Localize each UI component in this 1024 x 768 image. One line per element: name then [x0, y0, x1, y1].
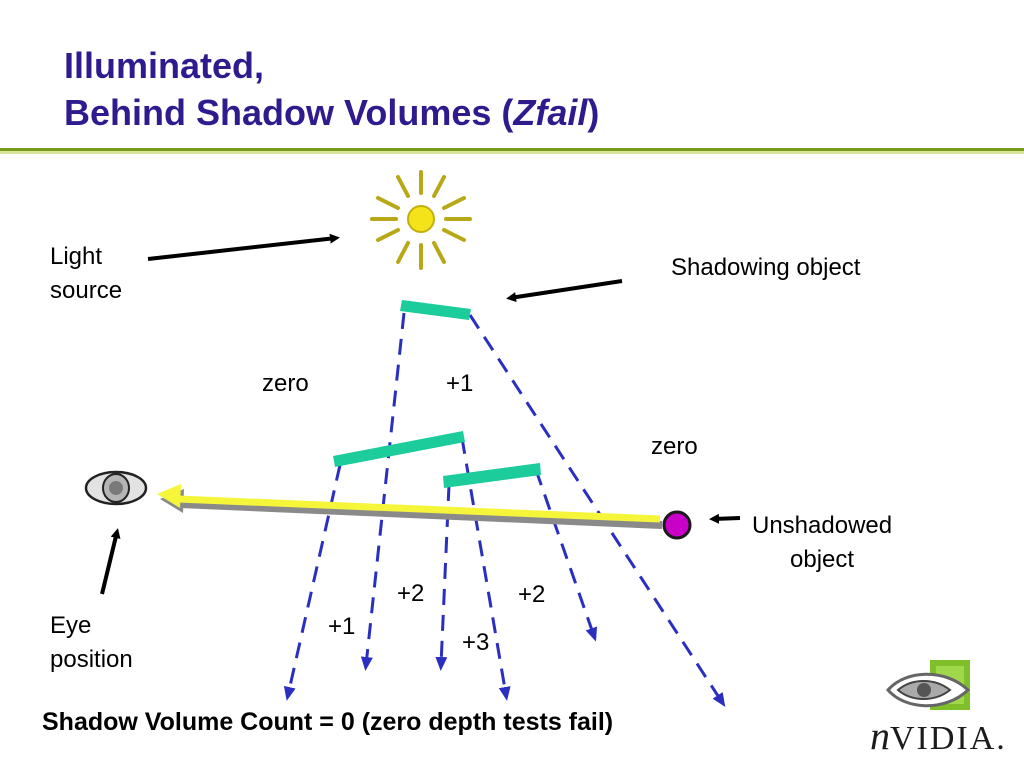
shadowing-object-label: Shadowing object — [671, 254, 861, 281]
ray-mid-left — [283, 464, 342, 701]
nvidia-wordmark-rest: VIDIA. — [890, 720, 1007, 757]
title-line-1: Illuminated, — [64, 45, 265, 86]
count-plus1-top: +1 — [446, 370, 474, 397]
light-source-label-line1: Light — [50, 243, 103, 270]
line-of-sight-arrow — [157, 484, 663, 529]
nvidia-wordmark: nVIDIA. — [870, 712, 1007, 759]
eye-position-label-line2: position — [50, 646, 133, 673]
shadowing-object-top — [400, 300, 471, 320]
title-line-2-prefix: Behind Shadow Volumes ( — [64, 92, 514, 133]
unshadowed-object-label-line2: object — [790, 546, 855, 573]
ray-low-right — [534, 469, 598, 642]
sun-icon — [370, 170, 472, 270]
occluder-middle — [333, 431, 465, 467]
title-line-2-italic: Zfail — [513, 92, 588, 133]
title-rule-highlight — [0, 151, 1024, 154]
slide-title: Illuminated, Behind Shadow Volumes (Zfai… — [64, 42, 599, 136]
nvidia-logo-icon — [886, 660, 971, 710]
eye-position-label: Eye position — [50, 609, 133, 677]
light-source-label: Light source — [50, 240, 122, 308]
count-plus1-bottom: +1 — [328, 613, 356, 640]
eye-position-pointer — [100, 528, 121, 595]
count-plus2-left: +2 — [397, 580, 425, 607]
count-plus3: +3 — [462, 629, 490, 656]
light-source-label-line2: source — [50, 277, 123, 304]
ray-top-left — [360, 312, 406, 671]
shadow-volume-count-caption: Shadow Volume Count = 0 (zero depth test… — [42, 708, 614, 736]
count-plus2-right: +2 — [518, 581, 546, 608]
unshadowed-object-label: Unshadowed object — [752, 509, 892, 577]
nvidia-wordmark-n: n — [870, 713, 890, 758]
count-zero-right: zero — [651, 433, 698, 460]
ray-top-right — [468, 314, 726, 708]
title-line-2-suffix: ) — [587, 92, 600, 133]
eye-position-label-line1: Eye — [50, 612, 92, 639]
eye-icon — [84, 470, 148, 506]
unshadowed-object — [662, 510, 692, 540]
shadowing-object-pointer — [506, 279, 623, 303]
title-rule — [0, 148, 1024, 151]
ray-mid-right — [460, 437, 511, 701]
unshadowed-object-label-line1: Unshadowed — [752, 512, 893, 539]
occluder-lower — [443, 463, 541, 488]
light-source-pointer — [147, 233, 340, 261]
unshadowed-object-pointer — [709, 513, 741, 524]
count-zero-left: zero — [262, 370, 309, 397]
title-line-2: Behind Shadow Volumes (Zfail) — [64, 89, 599, 136]
